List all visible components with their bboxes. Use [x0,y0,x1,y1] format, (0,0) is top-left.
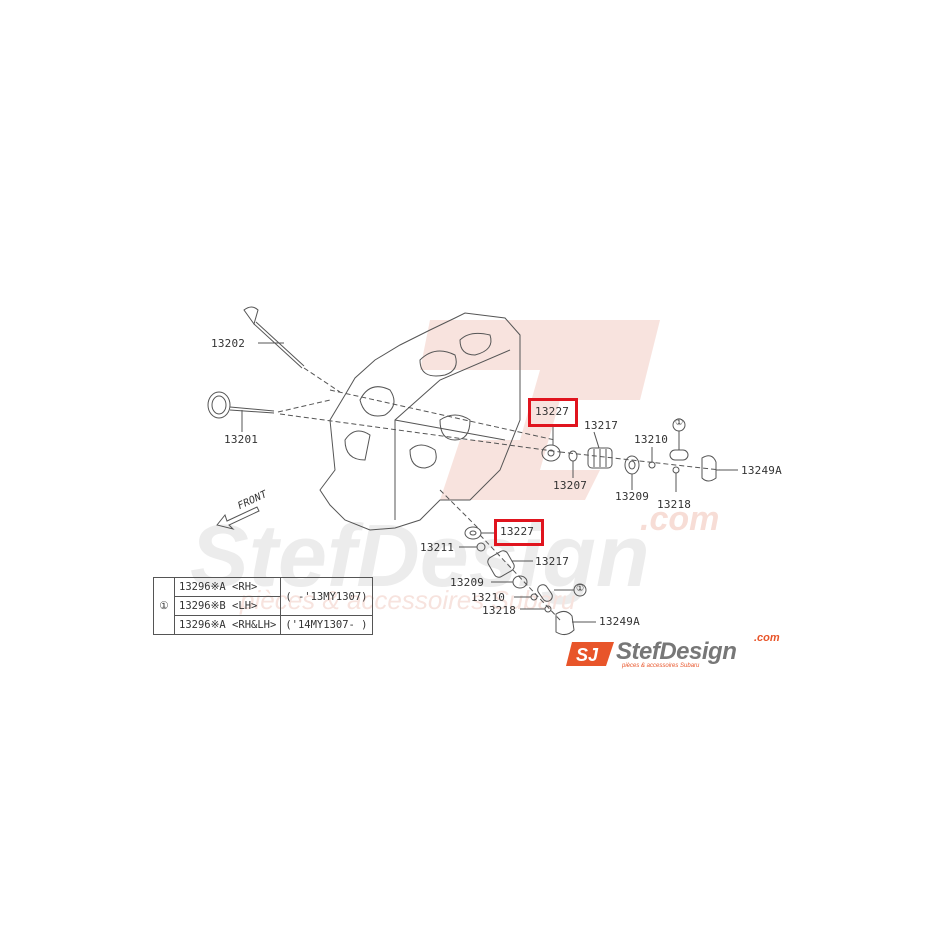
legend-ref-marker: ① [153,577,175,635]
part-label-13249A-upper[interactable]: 13249A [741,464,782,477]
legend-row: 13296※A <RH&LH> ('14MY1307- ) [154,615,373,635]
intake-valve-icon [243,306,305,369]
part-label-13227-lower[interactable]: 13227 [500,525,535,538]
upper-valve-train-icon [541,418,738,482]
part-label-13218-upper[interactable]: 13218 [657,498,692,511]
logo-dotcom: .com [754,632,780,644]
legend-row: 13296※B <LH> [154,596,373,616]
part-label-13211[interactable]: 13211 [420,541,455,554]
part-label-13201[interactable]: 13201 [224,433,259,446]
legend-row: ① 13296※A <RH> ( -'13MY1307) [153,577,373,635]
front-arrow-icon [216,506,260,530]
stefdesign-logo: SJ StefDesign .com pièces & accessoires … [566,632,791,672]
legend-part: 13296※A <RH> [173,577,282,597]
part-label-13249A-lower[interactable]: 13249A [599,615,640,628]
part-label-13209-lower[interactable]: 13209 [450,576,485,589]
part-label-13209-upper[interactable]: 13209 [615,490,650,503]
legend-period: ('14MY1307- ) [280,615,373,635]
legend-table: ① 13296※A <RH> ( -'13MY1307) 13296※B <LH… [153,577,373,635]
part-label-13210-lower[interactable]: 13210 [471,591,506,604]
part-label-13217-lower[interactable]: 13217 [535,555,570,568]
part-label-13210-upper[interactable]: 13210 [634,433,669,446]
svg-text:SJ: SJ [576,645,599,665]
logo-brand: StefDesign [616,638,737,665]
part-label-13227-upper[interactable]: 13227 [535,405,570,418]
highlight-box-13227-lower [494,519,544,546]
watermark-dotcom: .com [640,500,720,538]
exhaust-valve-icon [207,391,275,419]
ref-marker-lower: ① [576,584,585,594]
part-label-13207[interactable]: 13207 [553,479,588,492]
part-label-13218-lower[interactable]: 13218 [482,604,517,617]
legend-period: ( -'13MY1307) [280,577,373,616]
legend-part: 13296※A <RH&LH> [173,615,282,635]
part-label-13202[interactable]: 13202 [211,337,246,350]
legend-part: 13296※B <LH> [173,596,282,616]
cylinder-head-icon [319,312,521,531]
highlight-box-13227-upper [528,398,578,427]
part-label-13217-upper[interactable]: 13217 [584,419,619,432]
logo-tagline: pièces & accessoires Subaru [622,663,700,669]
ref-marker-upper: ① [675,418,684,428]
sj-logo-icon: SJ [566,642,614,666]
